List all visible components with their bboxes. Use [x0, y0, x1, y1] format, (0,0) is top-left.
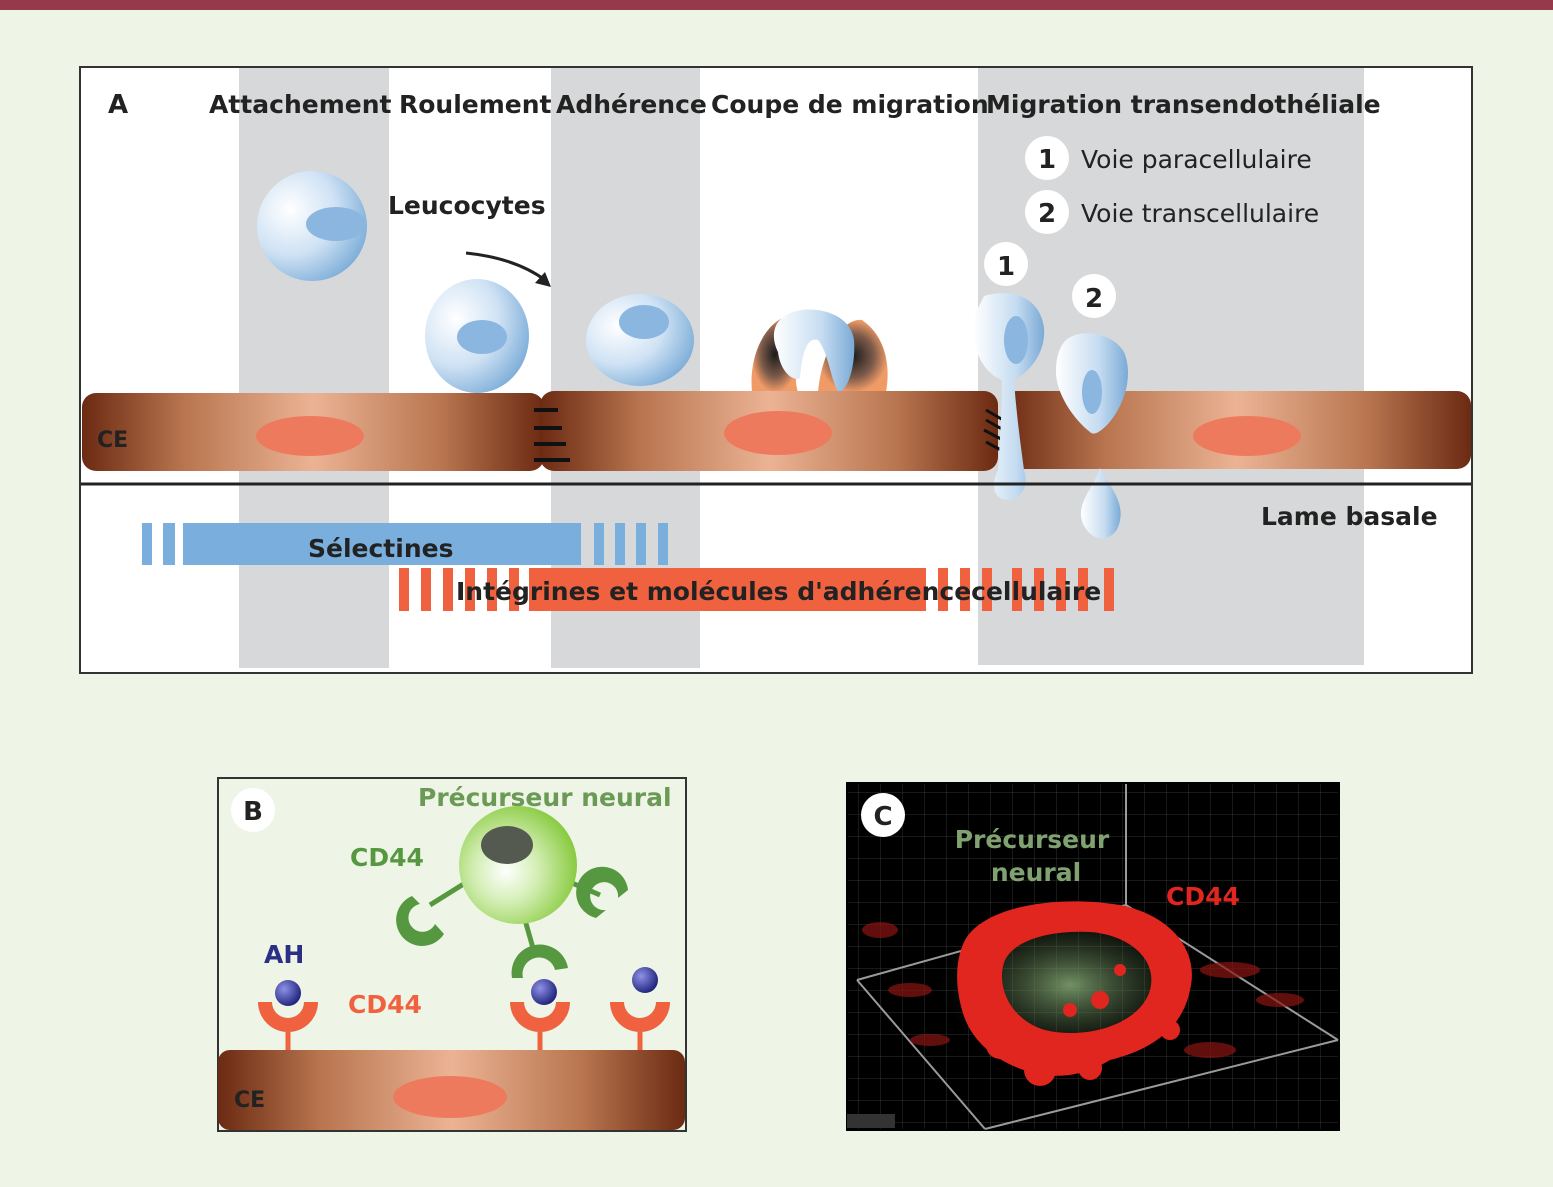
legend-marker-1 — [1025, 136, 1069, 180]
background-red-speckles — [862, 922, 1304, 1058]
ce-label-a: CE — [97, 428, 128, 453]
cd44-receptor-bottom — [511, 944, 568, 978]
leukocyte-rolling — [425, 279, 529, 393]
cd44-red-label: CD44 — [348, 990, 422, 1019]
scale-bar — [847, 1114, 895, 1128]
stage-roulement: Roulement — [399, 90, 552, 119]
leucocytes-arrowhead — [535, 272, 551, 287]
precursor-label-c-line2: neural — [991, 858, 1081, 887]
legend-number-1: 1 — [1038, 145, 1056, 175]
legend-paracellulaire: Voie paracellulaire — [1081, 145, 1312, 174]
panel-b-letter: B — [243, 797, 263, 827]
panel-c-letter-badge — [861, 793, 905, 837]
cd44-red-signal — [957, 901, 1192, 1086]
legend-transcellulaire: Voie transcellulaire — [1081, 199, 1319, 228]
cd44-receptor-left — [396, 896, 444, 946]
stage-attachement: Attachement — [209, 90, 391, 119]
integrines-bar — [399, 568, 1114, 611]
cd44-green-label: CD44 — [350, 843, 424, 872]
legend-number-2: 2 — [1038, 199, 1056, 229]
hyaluronan-ball — [531, 979, 557, 1005]
neural-precursor-cell — [396, 806, 628, 978]
precursor-title-b: Précurseur neural — [418, 783, 672, 812]
panel-b: B Précurseur neural CD44 AH CD44 — [217, 777, 687, 1132]
cd44-receptor-right — [576, 866, 628, 918]
panel-a-letter: A — [108, 90, 128, 120]
endothelial-nucleus-3 — [1193, 416, 1301, 456]
selectines-label: Sélectines — [308, 534, 453, 563]
leucocytes-label: Leucocytes — [388, 191, 546, 220]
ce-label-b: CE — [234, 1088, 265, 1113]
cd44-label-c: CD44 — [1166, 882, 1240, 911]
panel-b-letter-badge — [231, 788, 275, 832]
path-marker-2-text: 2 — [1085, 284, 1103, 314]
leukocyte-attaching — [257, 171, 367, 281]
selectines-bar — [142, 523, 668, 565]
hyaluronan-ball — [632, 967, 658, 993]
transcellular-cell — [1056, 333, 1129, 539]
leukocyte-adhering — [586, 294, 694, 386]
junction-marks-1 — [534, 408, 570, 462]
band-attachement — [239, 68, 389, 668]
endothelial-cd44-receptors — [258, 967, 670, 1052]
migration-cup — [751, 309, 888, 392]
lame-basale-label: Lame basale — [1261, 502, 1438, 531]
panel-c-letter: C — [873, 802, 892, 832]
path-marker-1 — [984, 242, 1028, 286]
endothelial-nucleus-b — [393, 1076, 507, 1118]
panel-a: A Attachement Roulement Adhérence Coupe … — [79, 66, 1473, 674]
stage-coupe-migration: Coupe de migration — [711, 90, 989, 119]
ah-label: AH — [264, 940, 304, 969]
stage-adherence: Adhérence — [556, 90, 707, 119]
top-accent-bar — [0, 0, 1553, 10]
leucocytes-arrow — [465, 251, 546, 282]
legend-marker-2 — [1025, 190, 1069, 234]
endothelial-nucleus-2 — [724, 411, 832, 455]
path-marker-1-text: 1 — [997, 252, 1015, 282]
integrines-label: Intégrines et molécules d'adhérencecellu… — [456, 577, 1101, 606]
paracellular-cell — [973, 293, 1045, 500]
precursor-label-c-line1: Précurseur — [955, 825, 1110, 854]
panel-c: C Précurseur neural CD44 — [846, 782, 1340, 1131]
stage-migration-transendotheliale: Migration transendothéliale — [986, 90, 1381, 119]
hyaluronan-ball — [275, 980, 301, 1006]
path-marker-2 — [1072, 274, 1116, 318]
endothelial-nucleus-1 — [256, 416, 364, 456]
